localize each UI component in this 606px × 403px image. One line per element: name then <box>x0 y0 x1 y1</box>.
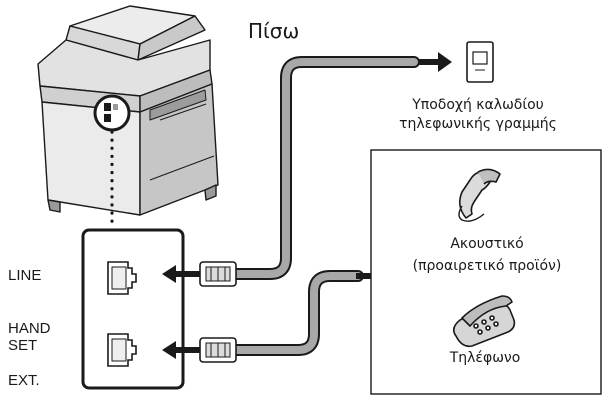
port-highlight-circle <box>93 94 131 132</box>
back-label: Πίσω <box>248 19 299 43</box>
handset-note-label: (προαιρετικό προϊόν) <box>413 258 562 274</box>
arrow-left-icon <box>162 341 200 359</box>
port-handset-label-line1: HAND <box>8 320 51 337</box>
wall-jack-label-line2: τηλεφωνικής γραμμής <box>399 116 557 132</box>
arrow-left-icon <box>162 265 200 283</box>
handset-label: Ακουστικό <box>450 236 523 252</box>
rj11-plug-icon <box>199 337 237 363</box>
rj11-port-icon <box>107 261 137 295</box>
telephone-label: Τηλέφωνο <box>449 350 521 366</box>
port-line-label: LINE <box>8 267 41 284</box>
arrow-right-icon <box>418 52 452 72</box>
rj11-port-icon <box>107 333 137 367</box>
port-ext-label: EXT. <box>8 372 40 389</box>
port-handset-label-line2: SET <box>8 337 37 354</box>
wall-jack-label-line1: Υποδοχή καλωδίου <box>411 97 544 113</box>
handset-icon <box>458 168 501 222</box>
handset-cable <box>226 270 364 356</box>
port-panel <box>81 228 185 390</box>
phone-jack-icon <box>466 41 494 83</box>
optional-devices-box <box>370 149 602 395</box>
telephone-icon <box>452 295 516 348</box>
rj11-plug-icon <box>199 261 237 287</box>
